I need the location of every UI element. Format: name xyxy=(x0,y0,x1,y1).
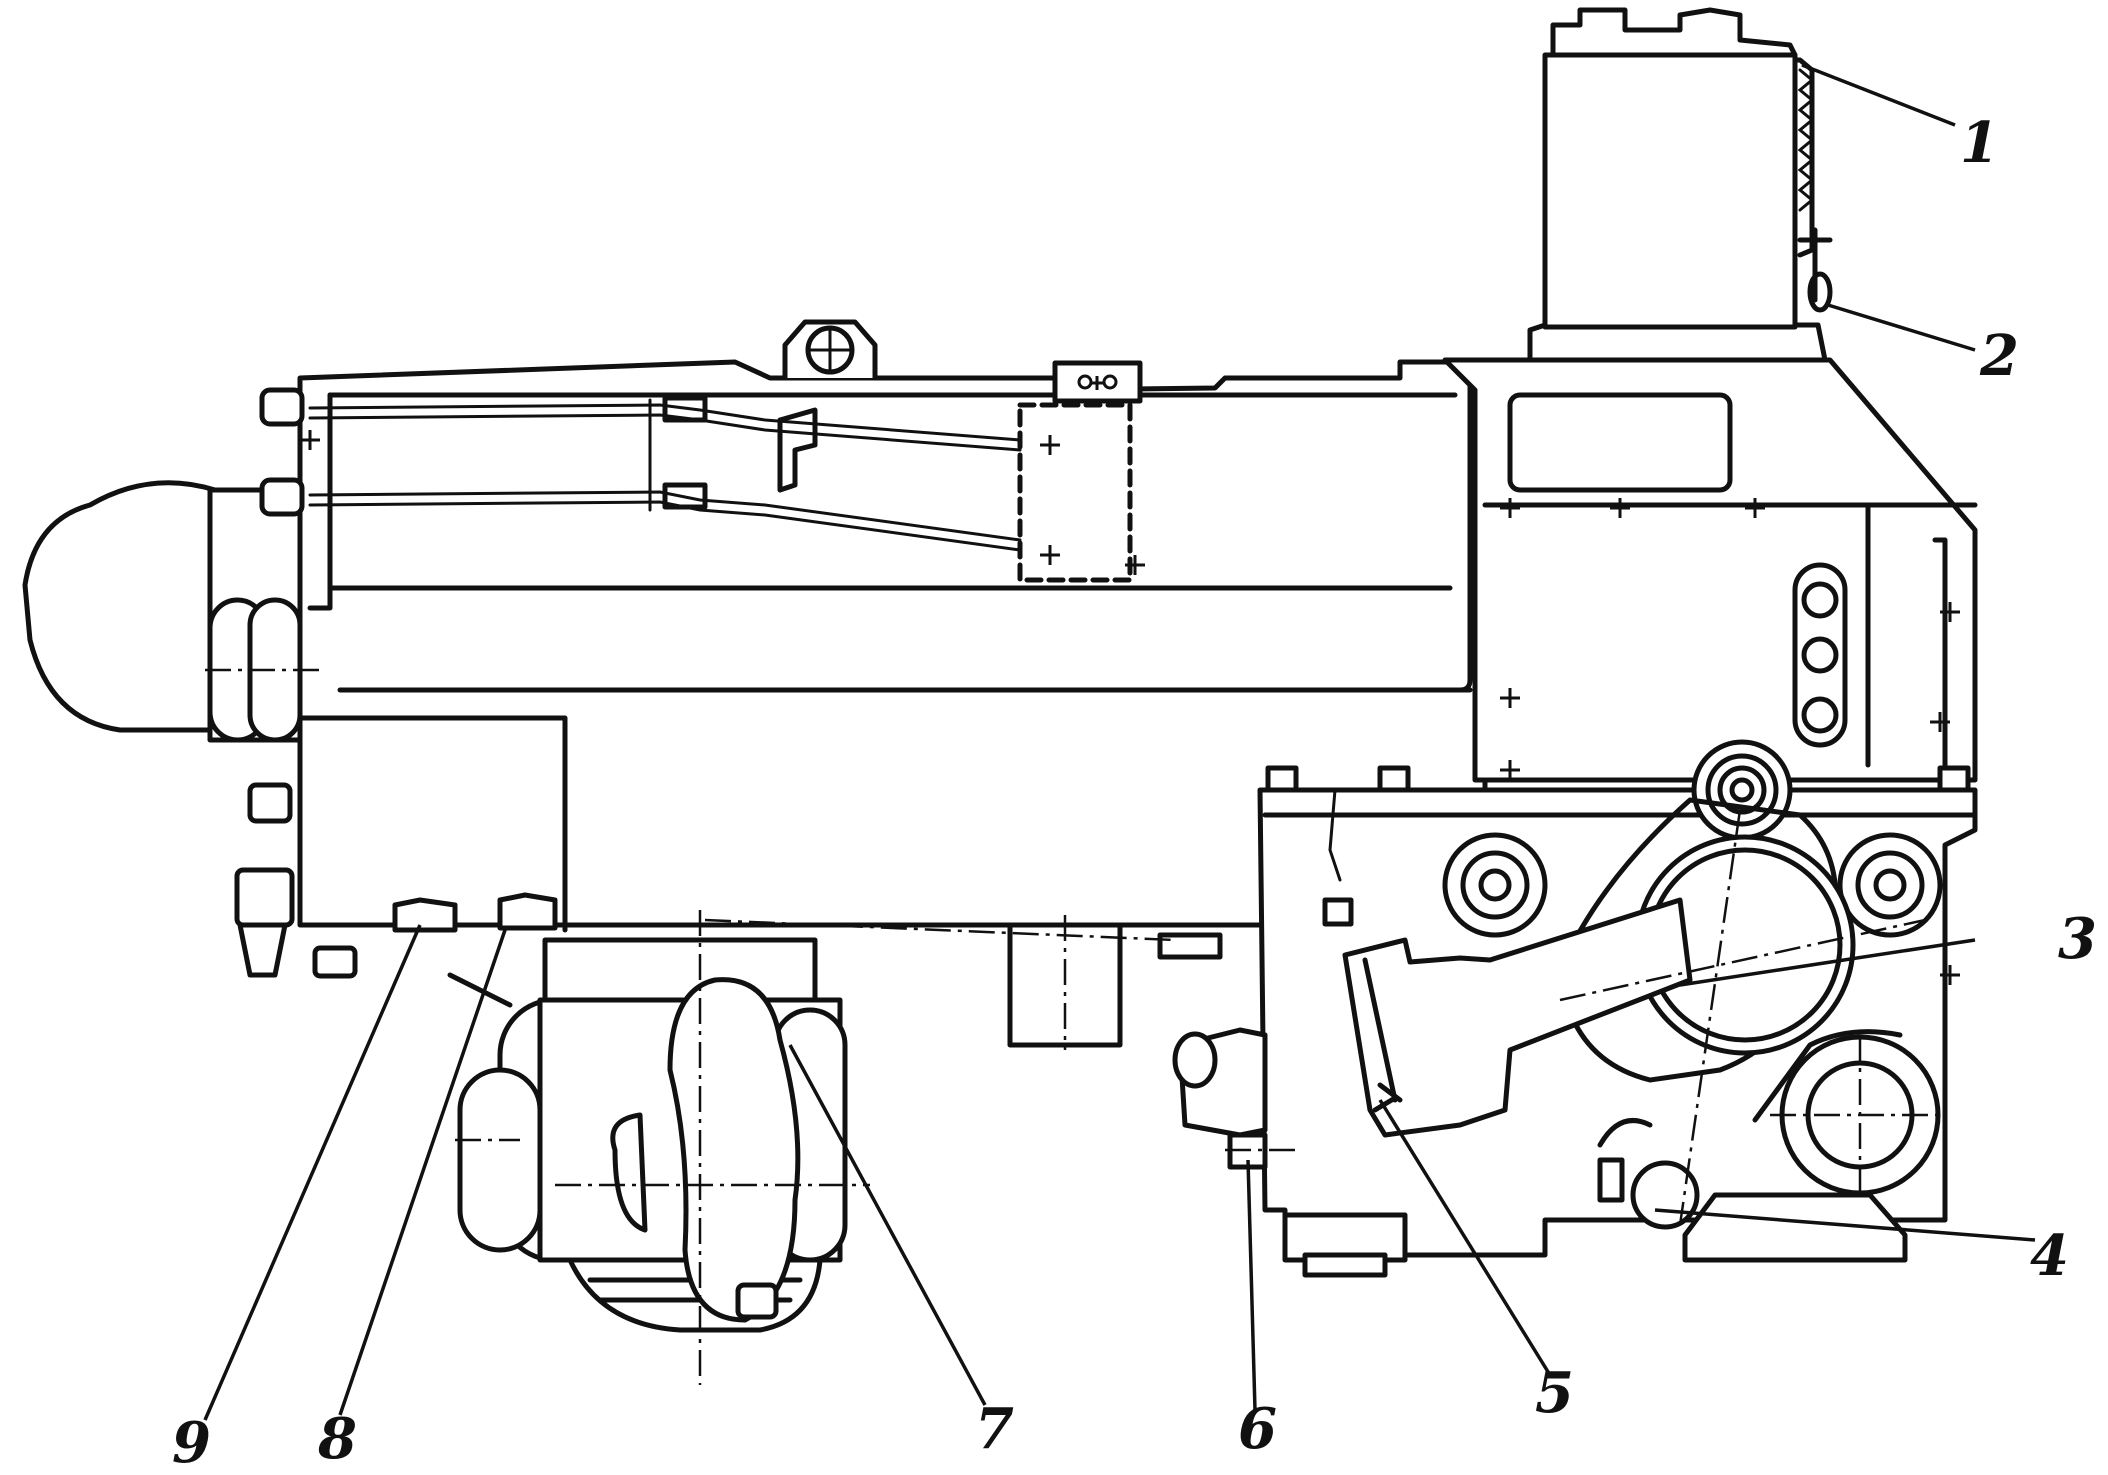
callout-labels: 1 2 3 4 5 6 7 8 9 xyxy=(172,110,2097,1475)
top-motor-block xyxy=(1527,7,1833,363)
callout-6: 6 xyxy=(1238,1396,1277,1462)
eyepiece xyxy=(22,387,358,979)
callout-2: 2 xyxy=(1979,323,2019,389)
right-gear-housing xyxy=(1442,357,1978,783)
callout-7: 7 xyxy=(975,1396,1014,1462)
callout-5: 5 xyxy=(1535,1360,1574,1426)
lower-gear-case xyxy=(1257,739,1978,1278)
lower-roller-assembly xyxy=(457,937,848,1333)
center-marks xyxy=(300,376,1960,985)
callout-3: 3 xyxy=(2058,906,2097,972)
center-lines xyxy=(205,668,1940,1385)
housing-underside xyxy=(392,892,1223,1048)
callout-1: 1 xyxy=(1960,110,1999,176)
callout-4: 4 xyxy=(2030,1223,2069,1289)
callout-9: 9 xyxy=(172,1410,211,1475)
linkage-rods xyxy=(308,374,1133,583)
callout-leaders xyxy=(203,63,2036,1421)
side-knob xyxy=(1172,1027,1268,1170)
callout-8: 8 xyxy=(317,1406,357,1472)
